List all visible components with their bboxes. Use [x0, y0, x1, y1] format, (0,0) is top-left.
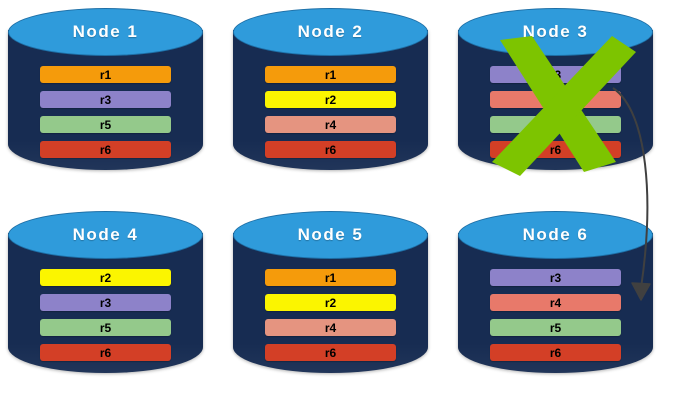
replica-r5[interactable]: r5: [40, 116, 171, 133]
replica-r1[interactable]: r1: [40, 66, 171, 83]
replica-r3[interactable]: r3: [40, 91, 171, 108]
replica-r4[interactable]: r4: [265, 116, 396, 133]
replica-r3[interactable]: r3: [490, 66, 621, 83]
node-6[interactable]: r3 r4 r5 r6 Node 6: [458, 211, 653, 389]
replica-r6[interactable]: r6: [265, 344, 396, 361]
replica-list: r3 r4 r5 r6: [490, 269, 621, 361]
replica-r4[interactable]: r4: [490, 294, 621, 311]
replica-r2[interactable]: r2: [40, 269, 171, 286]
replica-r6[interactable]: r6: [265, 141, 396, 158]
replica-r6[interactable]: r6: [40, 141, 171, 158]
node-label: Node 2: [297, 22, 364, 41]
replica-r2[interactable]: r2: [265, 294, 396, 311]
replica-list: r1 r3 r5 r6: [40, 66, 171, 158]
replica-r5[interactable]: r5: [490, 319, 621, 336]
cylinder-top: [233, 211, 428, 259]
replica-r4[interactable]: r4: [265, 319, 396, 336]
node-2[interactable]: r1 r2 r4 r6 Node 2: [233, 8, 428, 186]
replica-list: r2 r3 r5 r6: [40, 269, 171, 361]
cylinder-top: [8, 211, 203, 259]
replica-list: r3 r4 r5 r6: [490, 66, 621, 158]
replica-r2[interactable]: r2: [265, 91, 396, 108]
node-label: Node 3: [522, 22, 589, 41]
replica-r1[interactable]: r1: [265, 269, 396, 286]
node-1[interactable]: r1 r3 r5 r6 Node 1: [8, 8, 203, 186]
node-label: Node 5: [297, 225, 364, 244]
replica-r3[interactable]: r3: [40, 294, 171, 311]
replica-r6[interactable]: r6: [490, 141, 621, 158]
cylinder-top: [233, 8, 428, 56]
node-label: Node 1: [72, 22, 139, 41]
node-label: Node 6: [522, 225, 589, 244]
node-label: Node 4: [72, 225, 139, 244]
cylinder-top: [8, 8, 203, 56]
replica-r6[interactable]: r6: [40, 344, 171, 361]
replica-list: r1 r2 r4 r6: [265, 269, 396, 361]
node-3[interactable]: r3 r4 r5 r6 Node 3: [458, 8, 653, 186]
node-5[interactable]: r1 r2 r4 r6 Node 5: [233, 211, 428, 389]
replica-list: r1 r2 r4 r6: [265, 66, 396, 158]
replica-r5[interactable]: r5: [490, 116, 621, 133]
replica-r6[interactable]: r6: [490, 344, 621, 361]
replica-r3[interactable]: r3: [490, 269, 621, 286]
replica-r1[interactable]: r1: [265, 66, 396, 83]
node-4[interactable]: r2 r3 r5 r6 Node 4: [8, 211, 203, 389]
replica-r5[interactable]: r5: [40, 319, 171, 336]
replica-r4[interactable]: r4: [490, 91, 621, 108]
